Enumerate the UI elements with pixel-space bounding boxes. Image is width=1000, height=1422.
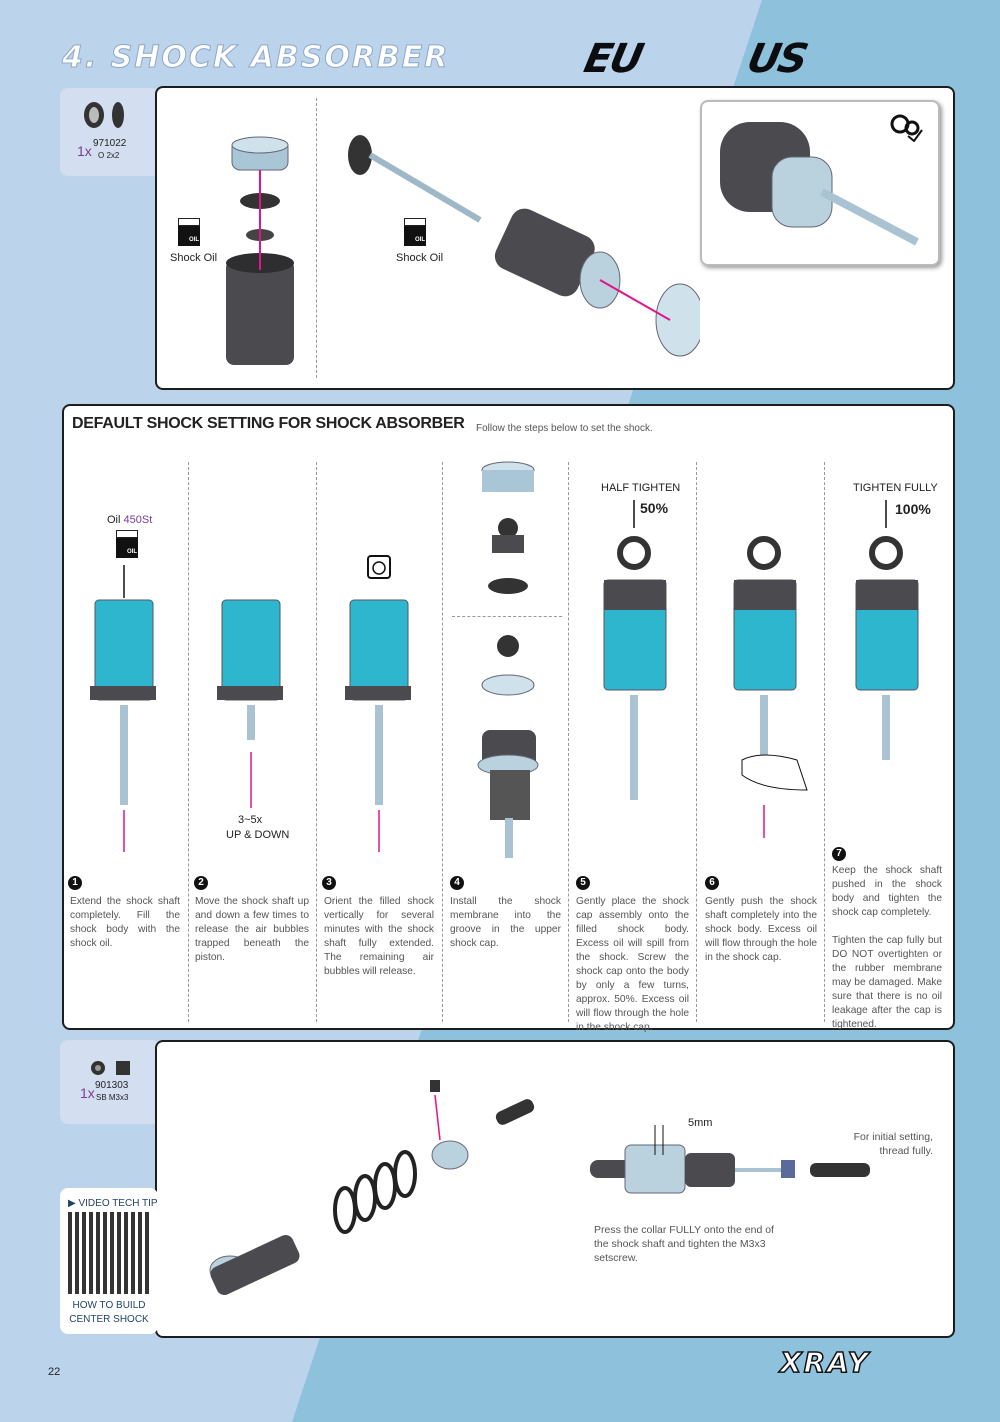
divider <box>696 462 697 1022</box>
part-desc: O 2x2 <box>98 151 120 160</box>
updown-count: 3~5x <box>238 814 263 826</box>
us-badge: US <box>743 36 811 82</box>
divider <box>568 462 569 1022</box>
step-text: Gently push the shock shaft completely i… <box>705 896 817 963</box>
oil-label: Oil 450St <box>107 514 153 526</box>
step-text: Extend the shock shaft completely. Fill … <box>70 896 180 949</box>
divider <box>316 98 317 378</box>
step-number: 7 <box>832 847 846 861</box>
step-number: 3 <box>322 876 336 890</box>
parts-tab-top: 1x 971022 O 2x2 <box>60 88 160 176</box>
part-desc: SB M3x3 <box>96 1093 129 1102</box>
updown-label: UP & DOWN <box>226 829 290 841</box>
part-code: 971022 <box>93 138 127 149</box>
initial-setting-note: For initial setting, thread fully. <box>853 1131 933 1157</box>
qty-label: 1x <box>77 143 92 159</box>
gear-check-icon <box>890 114 923 142</box>
parts-tab-bottom: 1x 901303 SB M3x3 <box>60 1040 160 1124</box>
step-number: 4 <box>450 876 464 890</box>
spring-collar-illustration <box>209 1080 535 1295</box>
step-text: Orient the filled shock vertically for s… <box>324 896 434 977</box>
step-number: 1 <box>68 876 82 890</box>
oil-bottle-icon: OIL <box>178 218 200 248</box>
section-subheading: Follow the steps below to set the shock. <box>476 423 653 434</box>
shock-oil-label-right: Shock Oil <box>396 252 444 264</box>
divider <box>188 462 189 1022</box>
page-title: 4. SHOCK ABSORBER <box>61 40 450 76</box>
play-icon: ▶ <box>68 1198 76 1209</box>
divider <box>824 462 825 1022</box>
page-number: 22 <box>48 1366 61 1378</box>
step-text: Keep the shock shaft pushed in the shock… <box>832 865 942 918</box>
setscrew-icon <box>91 1061 130 1075</box>
section-heading: DEFAULT SHOCK SETTING FOR SHOCK ABSORBER <box>72 415 465 432</box>
tighten-fully-percent: 100% <box>895 501 931 517</box>
tighten-fully-label: TIGHTEN FULLY <box>853 482 938 494</box>
shock-oil-label-left: Shock Oil <box>170 252 218 264</box>
step-text: Install the shock membrane into the groo… <box>450 896 561 949</box>
video-tip-box[interactable]: ▶ VIDEO TECH TIP HOW TO BUILD CENTER SHO… <box>60 1188 158 1334</box>
shock-cap-detail-illustration <box>720 122 919 246</box>
half-tighten-percent: 50% <box>640 500 669 516</box>
o-ring-icon <box>84 102 124 128</box>
shock-cap-assembly-illustration <box>226 135 700 365</box>
brand-logo: XRAY <box>779 1345 870 1380</box>
measure-label: 5mm <box>688 1117 713 1129</box>
shaft-measure-illustration <box>590 1125 870 1194</box>
step-number: 2 <box>194 876 208 890</box>
divider <box>442 462 443 1022</box>
detail-inset <box>700 100 940 266</box>
divider <box>452 616 562 617</box>
collar-note: Press the collar FULLY onto the end of t… <box>594 1224 774 1264</box>
step-text: Gently place the shock cap assembly onto… <box>576 896 689 1033</box>
shock-setting-illustrations <box>90 461 919 858</box>
default-setting-panel <box>62 404 955 1030</box>
video-tip-label: ▶ VIDEO TECH TIP <box>68 1198 158 1209</box>
qty-label: 1x <box>80 1085 95 1101</box>
divider <box>316 462 317 1022</box>
step-text-note: Tighten the cap fully but DO NOT overtig… <box>832 935 942 1030</box>
step-number: 5 <box>576 876 590 890</box>
assembly-panel-bottom <box>155 1040 955 1338</box>
oil-bottle-icon: OIL <box>404 218 426 248</box>
video-tip-caption-1: HOW TO BUILD <box>72 1300 146 1311</box>
step-number: 6 <box>705 876 719 890</box>
video-tip-caption-2: CENTER SHOCK <box>69 1314 149 1325</box>
qr-code-icon[interactable] <box>68 1212 150 1294</box>
half-tighten-label: HALF TIGHTEN <box>601 482 681 494</box>
oil-bottle-icon: OIL <box>116 530 138 560</box>
eu-badge: EU <box>580 36 646 82</box>
step-text: Move the shock shaft up and down a few t… <box>195 896 309 963</box>
part-code: 901303 <box>95 1080 129 1091</box>
